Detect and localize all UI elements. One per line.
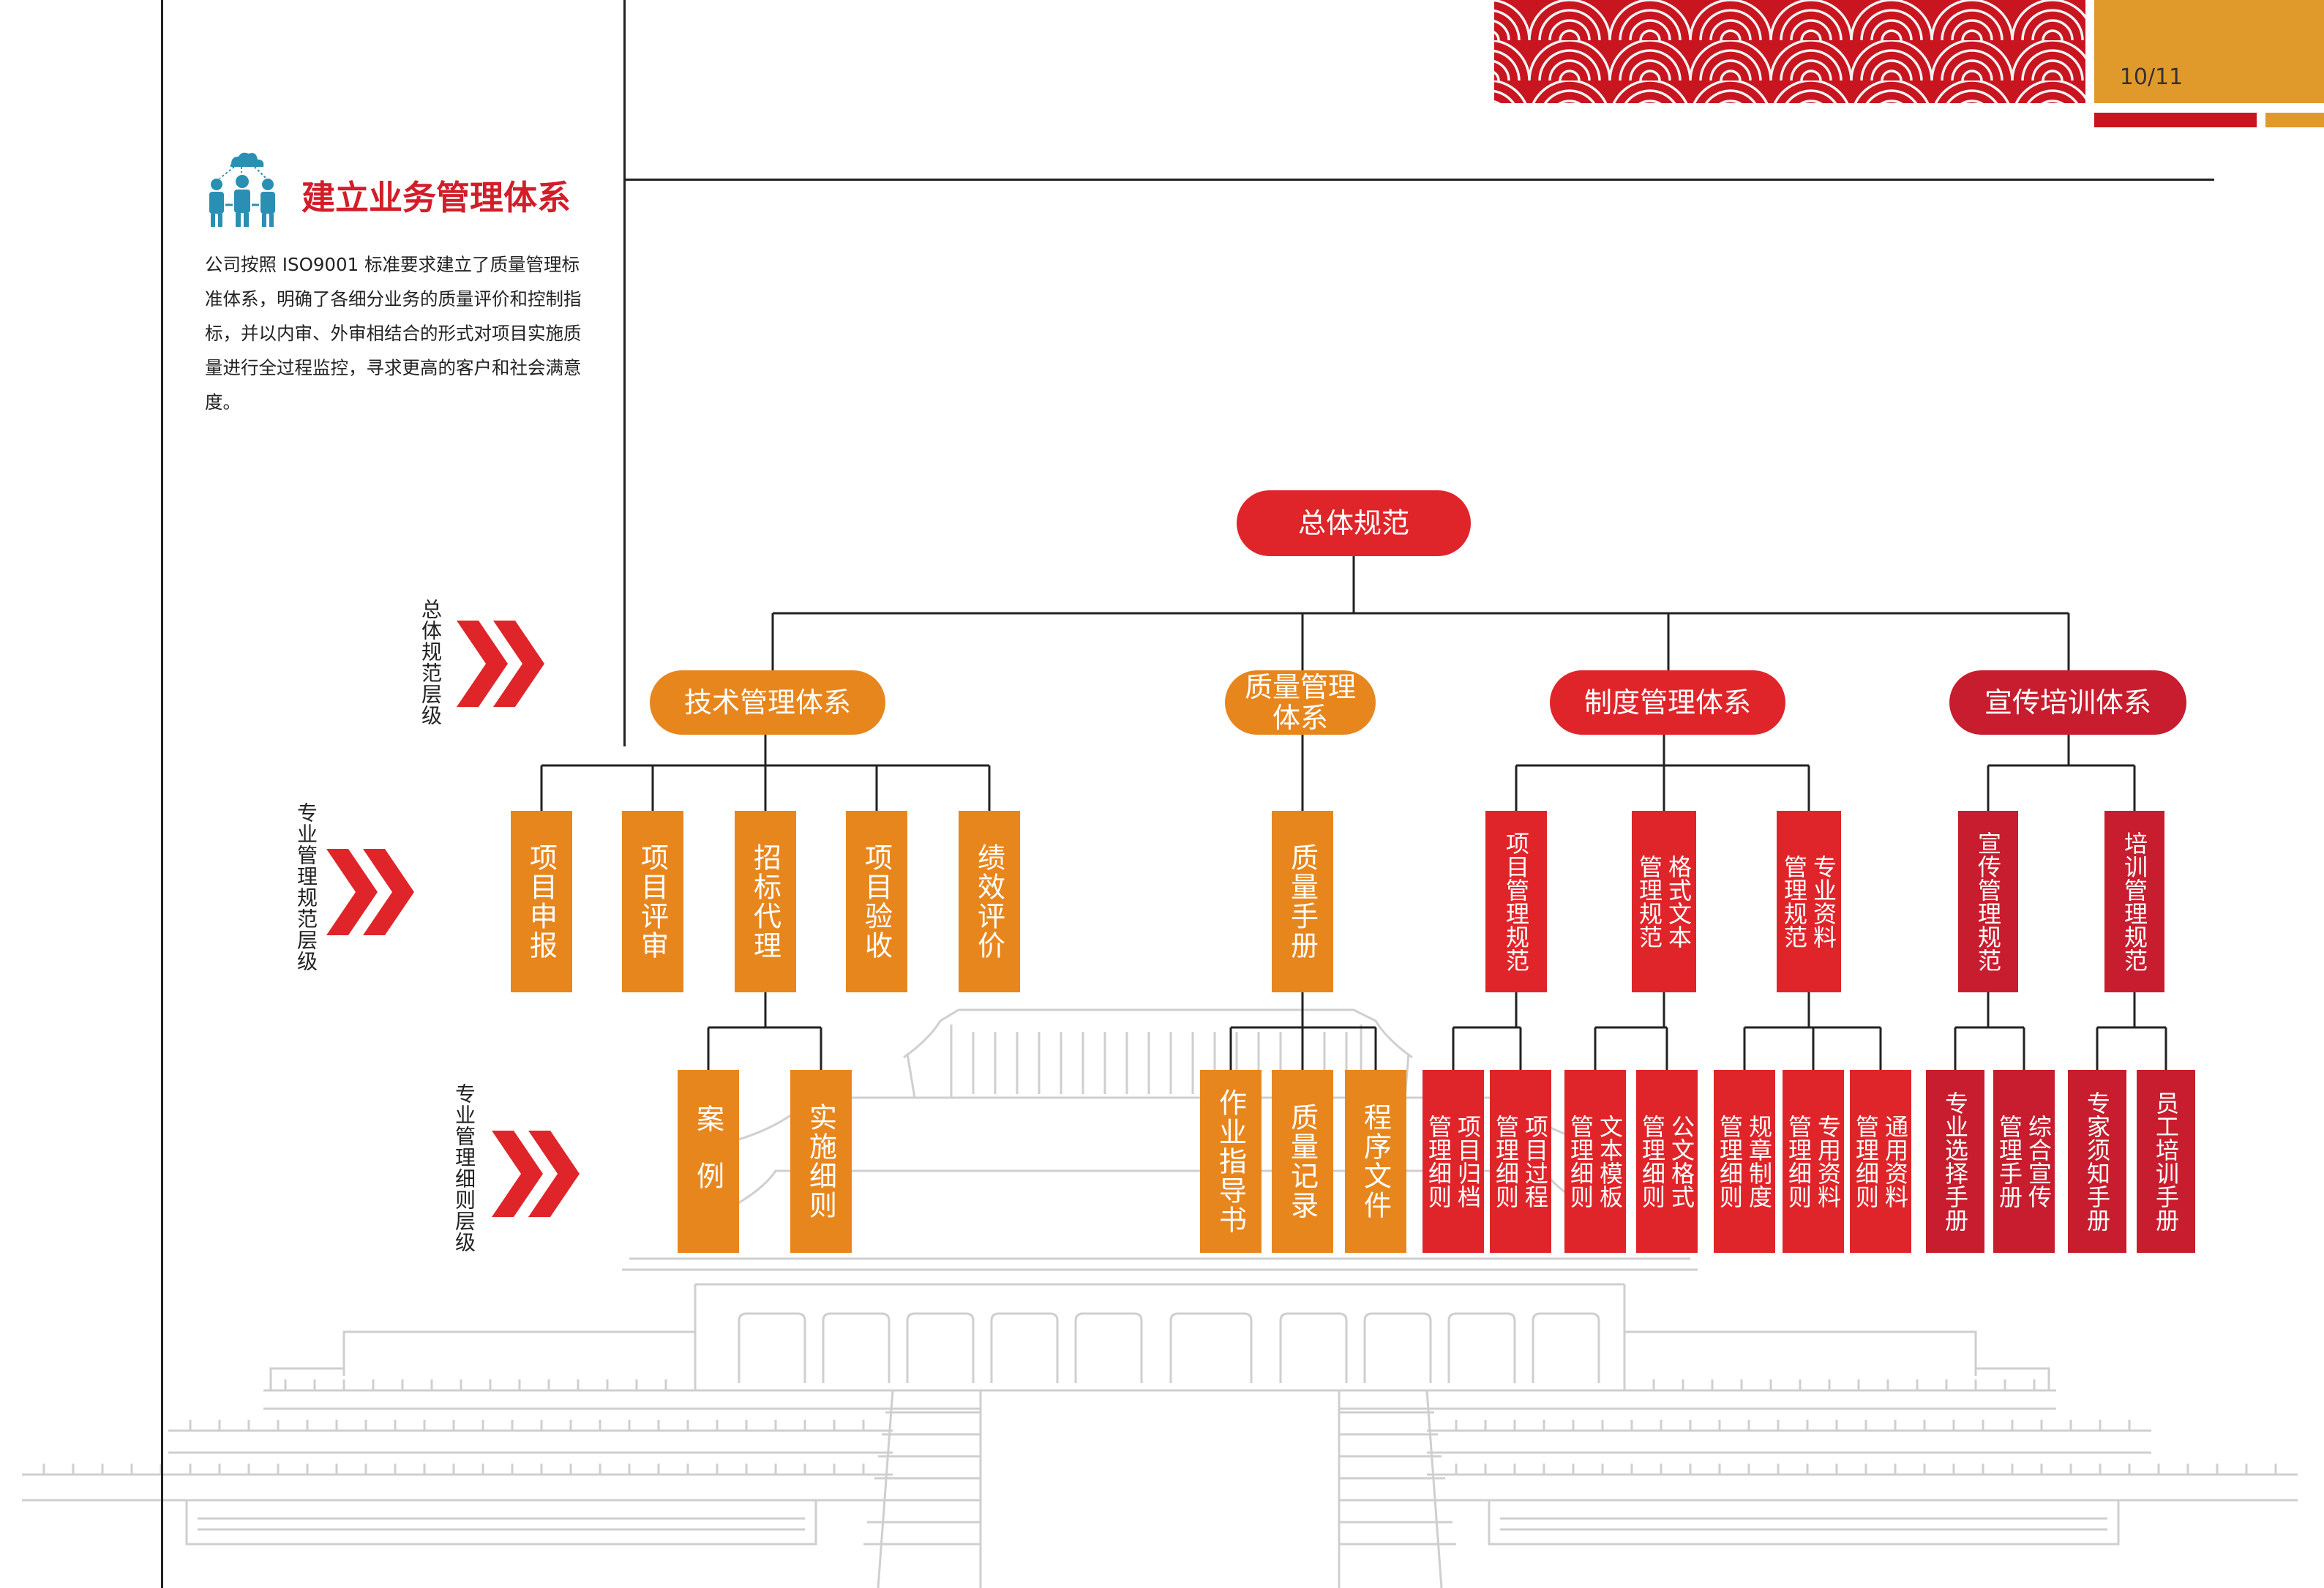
detail-label: 专业选择手册 bbox=[1941, 1091, 1969, 1232]
norm-label: 格式文本 bbox=[1665, 855, 1693, 948]
detail-label: 综合宣传 bbox=[2025, 1115, 2053, 1208]
detail-label: 管理细则 bbox=[1852, 1115, 1880, 1208]
detail-node: 文本模板 管理细则 bbox=[1564, 1070, 1626, 1253]
system-node-training: 宣传培训体系 bbox=[1949, 670, 2186, 735]
norm-node: 专业资料 管理规范 bbox=[1777, 811, 1841, 992]
detail-node: 通用资料 管理细则 bbox=[1850, 1070, 1911, 1253]
detail-node: 专业选择手册 bbox=[1926, 1070, 1984, 1253]
detail-label: 专用资料 bbox=[1814, 1115, 1842, 1208]
palace-outline bbox=[22, 1008, 2298, 1588]
detail-node: 综合宣传 管理手册 bbox=[1993, 1070, 2055, 1253]
norm-node: 格式文本 管理规范 bbox=[1632, 811, 1696, 992]
system-node-tech: 技术管理体系 bbox=[650, 670, 885, 735]
double-chevron-icon bbox=[457, 621, 544, 707]
detail-label: 公文格式 bbox=[1668, 1115, 1695, 1208]
detail-node: 程序文件 bbox=[1345, 1070, 1406, 1253]
header-rule bbox=[623, 179, 2214, 181]
detail-label: 案例 bbox=[691, 1104, 724, 1218]
red-accent-bar bbox=[2094, 113, 2257, 127]
detail-label: 项目归档 bbox=[1454, 1115, 1482, 1208]
team-cloud-icon bbox=[209, 152, 275, 227]
detail-label: 管理细则 bbox=[1638, 1115, 1666, 1208]
gold-corner-block bbox=[2094, 0, 2324, 103]
detail-node: 项目过程 管理细则 bbox=[1490, 1070, 1551, 1253]
detail-node: 公文格式 管理细则 bbox=[1636, 1070, 1698, 1253]
detail-label: 文本模板 bbox=[1596, 1115, 1624, 1208]
system-node-regulation: 制度管理体系 bbox=[1550, 670, 1785, 735]
system-node-label: 技术管理体系 bbox=[683, 686, 851, 719]
level-label-details: 专业管理细则层级 bbox=[452, 1083, 476, 1253]
detail-label: 质量记录 bbox=[1286, 1103, 1319, 1220]
page-number: 10/11 bbox=[2119, 64, 2184, 90]
column-divider-line bbox=[623, 0, 626, 746]
detail-label: 实施细则 bbox=[804, 1103, 837, 1220]
detail-node: 质量记录 bbox=[1272, 1070, 1333, 1253]
detail-label: 作业指导书 bbox=[1214, 1088, 1247, 1235]
detail-label: 管理细则 bbox=[1492, 1115, 1520, 1208]
system-node-label: 制度管理体系 bbox=[1583, 686, 1751, 719]
detail-label: 规章制度 bbox=[1745, 1115, 1773, 1208]
detail-node: 员工培训手册 bbox=[2137, 1070, 2195, 1253]
detail-node: 专用资料 管理细则 bbox=[1783, 1070, 1844, 1253]
detail-node: 作业指导书 bbox=[1200, 1070, 1262, 1253]
norm-node: 培训管理规范 bbox=[2104, 811, 2164, 992]
detail-label: 专家须知手册 bbox=[2083, 1091, 2111, 1232]
norm-label: 培训管理规范 bbox=[2121, 831, 2148, 972]
norm-node: 项目申报 bbox=[511, 811, 572, 992]
detail-label: 通用资料 bbox=[1881, 1115, 1909, 1208]
detail-node: 规章制度 管理细则 bbox=[1714, 1070, 1775, 1253]
norm-label: 宣传管理规范 bbox=[1974, 831, 2002, 972]
norm-node: 宣传管理规范 bbox=[1958, 811, 2018, 992]
root-node: 总体规范 bbox=[1237, 490, 1471, 556]
intro-paragraph: 公司按照 ISO9001 标准要求建立了质量管理标准体系，明确了各细分业务的质量… bbox=[205, 254, 582, 413]
norm-node: 质量手册 bbox=[1272, 811, 1333, 992]
wave-pattern-banner bbox=[1494, 0, 2085, 103]
level-label-general: 总体规范层级 bbox=[419, 599, 443, 726]
detail-label: 员工培训手册 bbox=[2152, 1091, 2180, 1232]
norm-label: 项目评审 bbox=[636, 843, 669, 960]
norm-label: 绩效评价 bbox=[972, 843, 1005, 960]
norm-node: 项目验收 bbox=[846, 811, 907, 992]
detail-label: 管理手册 bbox=[1995, 1115, 2023, 1208]
detail-node: 专家须知手册 bbox=[2068, 1070, 2126, 1253]
norm-label: 项目管理规范 bbox=[1502, 831, 1530, 972]
norm-node: 绩效评价 bbox=[959, 811, 1020, 992]
system-node-label: 质量管理体系 bbox=[1244, 671, 1356, 734]
norm-node: 招标代理 bbox=[735, 811, 796, 992]
double-chevron-icon bbox=[492, 1131, 580, 1217]
norm-label: 招标代理 bbox=[749, 843, 781, 960]
detail-label: 程序文件 bbox=[1359, 1103, 1392, 1220]
detail-node: 实施细则 bbox=[790, 1070, 852, 1253]
left-margin-line bbox=[161, 0, 163, 1588]
double-chevron-icon bbox=[326, 849, 414, 935]
norm-node: 项目评审 bbox=[622, 811, 683, 992]
norm-label: 质量手册 bbox=[1286, 843, 1319, 960]
detail-label: 管理细则 bbox=[1785, 1115, 1813, 1208]
gold-accent-bar bbox=[2265, 113, 2324, 127]
detail-node: 项目归档 管理细则 bbox=[1422, 1070, 1484, 1253]
section-title: 建立业务管理体系 bbox=[301, 178, 571, 217]
detail-node: 案例 bbox=[678, 1070, 739, 1253]
detail-label: 管理细则 bbox=[1716, 1115, 1744, 1208]
system-node-label: 宣传培训体系 bbox=[1984, 686, 2151, 719]
detail-label: 项目过程 bbox=[1521, 1115, 1549, 1208]
detail-label: 管理细则 bbox=[1567, 1115, 1594, 1208]
norm-label: 专业资料 bbox=[1810, 855, 1837, 948]
norm-label: 项目申报 bbox=[525, 843, 558, 960]
norm-label: 项目验收 bbox=[860, 843, 893, 960]
root-node-label: 总体规范 bbox=[1297, 507, 1409, 539]
system-node-quality: 质量管理体系 bbox=[1225, 670, 1376, 735]
norm-label: 管理规范 bbox=[1780, 855, 1808, 948]
level-label-norms: 专业管理规范层级 bbox=[294, 802, 318, 972]
norm-label: 管理规范 bbox=[1635, 855, 1663, 948]
detail-label: 管理细则 bbox=[1425, 1115, 1452, 1208]
norm-node: 项目管理规范 bbox=[1485, 811, 1547, 992]
